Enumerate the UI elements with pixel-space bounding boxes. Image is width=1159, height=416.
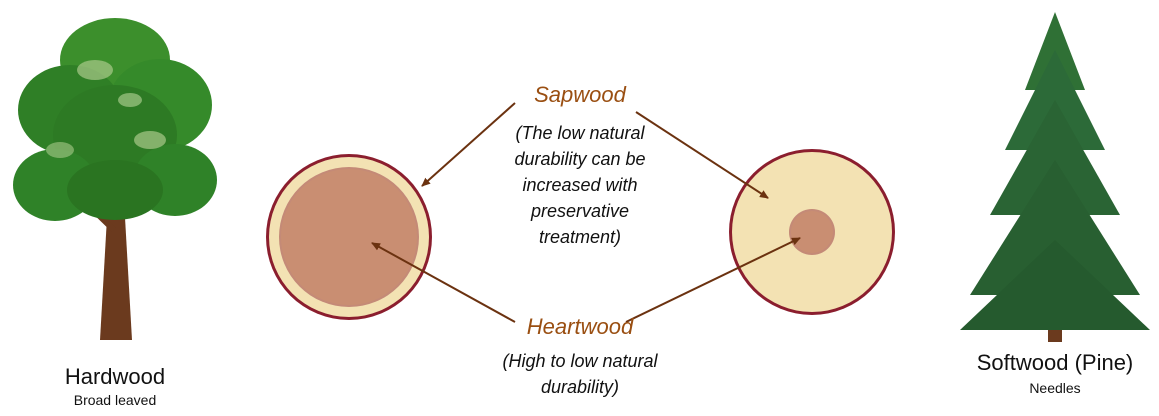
softwood-cross-section <box>729 149 895 315</box>
sapwood-note-line: preservative <box>460 198 700 224</box>
sapwood-note: (The low natural durability can be incre… <box>460 120 700 250</box>
heartwood-note-line: durability) <box>440 374 720 400</box>
sapwood-note-line: durability can be <box>460 146 700 172</box>
heartwood-note: (High to low natural durability) <box>440 348 720 400</box>
softwood-subtitle: Needles <box>960 380 1150 396</box>
sapwood-note-line: increased with <box>460 172 700 198</box>
softwood-pine-icon <box>960 12 1150 342</box>
sapwood-note-line: treatment) <box>460 224 700 250</box>
softwood-label: Softwood (Pine) <box>960 350 1150 376</box>
hardwood-tree-icon <box>13 18 217 340</box>
hardwood-subtitle: Broad leaved <box>40 392 190 408</box>
hardwood-cross-section <box>266 154 432 320</box>
heartwood-term: Heartwood <box>480 314 680 340</box>
hardwood-label: Hardwood <box>40 364 190 390</box>
sapwood-note-line: (The low natural <box>460 120 700 146</box>
sapwood-term: Sapwood <box>480 82 680 108</box>
heartwood-note-line: (High to low natural <box>440 348 720 374</box>
